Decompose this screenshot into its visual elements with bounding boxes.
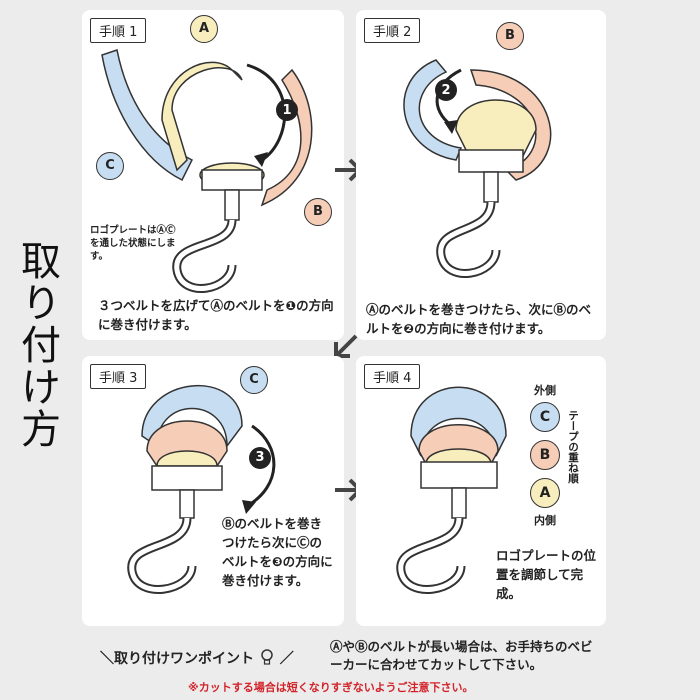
label-a-badge: A [190,15,218,43]
hook-top [201,169,263,191]
arrow-number-2: 2 [441,83,451,98]
order-a-badge: A [530,478,560,508]
step-4-caption: ロゴプレートの位置を調節して完成。 [496,548,597,601]
step-1-caption: ３つベルトを広げてⒶのベルトを❶の方向に巻き付けます。 [98,298,334,332]
step-2-caption: Ⓐのベルトを巻きつけたら、次にⒷのベルトを❷の方向に巻き付けます。 [366,302,592,336]
step-2-panel: 手順 2 B 2 Ⓐのベルトを巻きつけたら、次にⒷのベルトを❷の方向に巻き付けま… [356,10,606,340]
belt-a-shape [161,61,243,172]
step-2-illustration [403,59,552,278]
belt-b-shape [260,68,313,207]
page-title: 取り付け方 [14,240,60,450]
lightbulb-icon [261,649,273,665]
warning-text: ※カットする場合は短くなりすぎないようご注意下さい。 [188,681,474,694]
tip-text: ⒶやⒷのベルトが長い場合は、お手持ちのベビーカーに合わせてカットして下さい。 [330,639,593,672]
step-3-label: 手順 3 [90,364,147,389]
tip-title: ＼取り付けワンポイント ／ [100,648,294,668]
step-4-illustration [396,386,507,594]
step-1-illustration [101,49,313,293]
inner-label: 内側 [534,514,556,527]
step-3-caption: Ⓑのベルトを巻きつけたら次にⒸのベルトを❸の方向に巻き付けます。 [222,516,333,588]
step-2-label: 手順 2 [364,18,421,43]
step-4-panel: 手順 4 外側 C B A 内側 テープの重ね順 ロゴプレートの位置を調節して完… [356,356,606,626]
arrow-number-3: 3 [255,450,265,465]
step-1-label: 手順 1 [90,18,147,43]
label-c-badge: C [240,366,268,394]
step-3-panel: 手順 3 C 3 Ⓑのベルトを巻きつけたら次にⒸのベルトを❸の方向に巻き付けます… [82,356,344,626]
label-b-badge: B [304,198,332,226]
step-3-illustration [127,384,276,594]
step-4-label: 手順 4 [364,364,421,389]
order-b-badge: B [530,440,560,470]
logo-plate-note: ロゴプレートはⒶⒸを通した状態にします。 [90,225,176,262]
step-1-panel: 手順 1 A C B 1 ロゴプレートはⒶⒸを通した状態にします。 ３つベルトを… [82,10,344,340]
layer-order-label: テープの重ね順 [567,410,579,484]
arrow-number-1: 1 [282,103,292,118]
label-b-badge: B [496,22,524,50]
label-c-badge: C [96,152,124,180]
outer-label: 外側 [534,384,556,397]
order-c-badge: C [530,402,560,432]
